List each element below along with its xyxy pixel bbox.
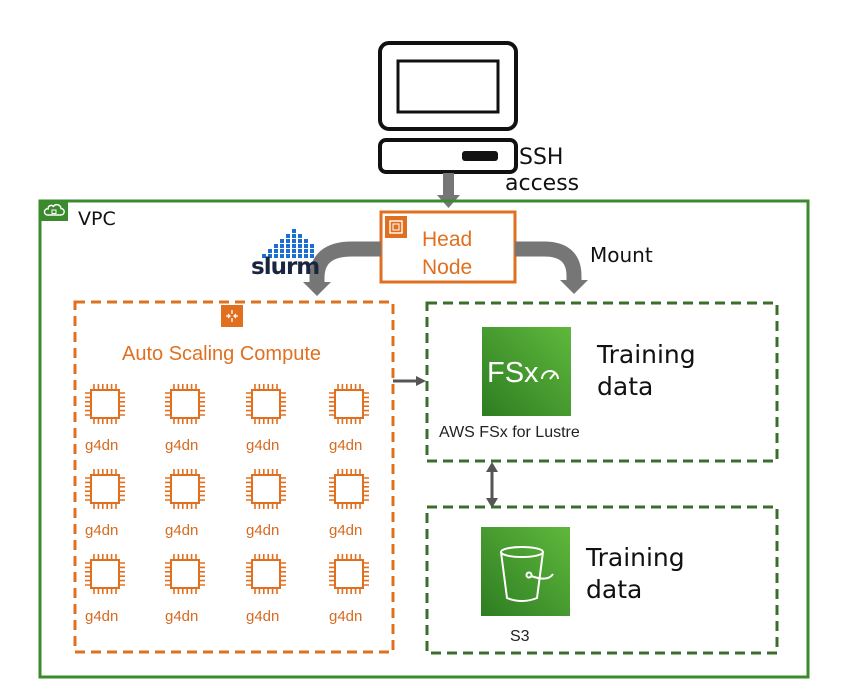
ssh-label: SSH access — [505, 145, 579, 197]
ec2-chip-icon — [329, 384, 369, 424]
vpc-cloud-icon — [40, 201, 68, 221]
compute-node-label: g4dn — [165, 437, 199, 454]
slurm-arrow — [303, 241, 381, 296]
head-node-line2: Node — [422, 256, 473, 279]
vpc-boundary — [38, 199, 810, 679]
compute-nodes — [85, 384, 369, 594]
fsx-training-data-label: Training data — [597, 339, 696, 403]
s3-service-label: S3 — [510, 628, 530, 645]
fsx-group — [425, 301, 779, 463]
client-computer-icon — [378, 41, 518, 174]
auto-scaling-title: Auto Scaling Compute — [122, 343, 322, 365]
compute-node-label: g4dn — [85, 608, 119, 625]
ec2-chip-icon — [329, 554, 369, 594]
ec2-chip-icon — [165, 554, 205, 594]
ec2-chip-icon — [85, 554, 125, 594]
s3-bucket-icon — [500, 546, 554, 602]
ssh-arrow — [437, 173, 460, 208]
auto-scaling-icon — [221, 305, 243, 327]
fsx-icon — [482, 327, 571, 416]
head-node-line1: Head — [422, 228, 473, 251]
fsx-icon-text: FSx — [487, 357, 539, 389]
head-node-label: Head Node — [422, 226, 472, 282]
compute-node-label: g4dn — [165, 608, 199, 625]
fsx-data-line1: Training — [597, 340, 696, 369]
ssh-label-line2: access — [505, 171, 580, 196]
compute-node-label: g4dn — [329, 522, 363, 539]
compute-node-label: g4dn — [246, 437, 280, 454]
ec2-chip-icon — [329, 469, 369, 509]
compute-node-label: g4dn — [85, 437, 119, 454]
s3-icon — [481, 527, 570, 616]
s3-data-line2: data — [586, 575, 643, 604]
compute-node-label: g4dn — [329, 608, 363, 625]
ssh-label-line1: SSH — [519, 145, 564, 170]
auto-scaling-group — [73, 300, 395, 654]
fsx-service-label: AWS FSx for Lustre — [439, 424, 580, 441]
s3-training-data-label: Training data — [586, 542, 685, 606]
ec2-chip-icon — [85, 469, 125, 509]
fsx-s3-sync-arrow — [486, 462, 498, 508]
mount-arrow — [515, 241, 588, 294]
ec2-chip-icon — [246, 554, 286, 594]
mount-label: Mount — [590, 243, 653, 267]
compute-to-fsx-arrow — [393, 376, 426, 386]
compute-node-label: g4dn — [246, 522, 280, 539]
ec2-chip-icon — [246, 384, 286, 424]
ec2-instance-icon — [385, 216, 407, 238]
slurm-label: slurm — [251, 254, 320, 280]
compute-node-label: g4dn — [329, 437, 363, 454]
fsx-data-line2: data — [597, 372, 654, 401]
fsx-gauge-icon — [541, 370, 559, 380]
s3-data-line1: Training — [586, 543, 685, 572]
ec2-chip-icon — [165, 469, 205, 509]
ec2-chip-icon — [165, 384, 205, 424]
slurm-logo-icon — [262, 229, 314, 258]
compute-node-label: g4dn — [246, 608, 280, 625]
ec2-chip-icon — [246, 469, 286, 509]
s3-group — [425, 505, 779, 655]
ec2-chip-icon — [85, 384, 125, 424]
compute-node-label: g4dn — [85, 522, 119, 539]
vpc-label: VPC — [78, 208, 116, 230]
compute-node-label: g4dn — [165, 522, 199, 539]
